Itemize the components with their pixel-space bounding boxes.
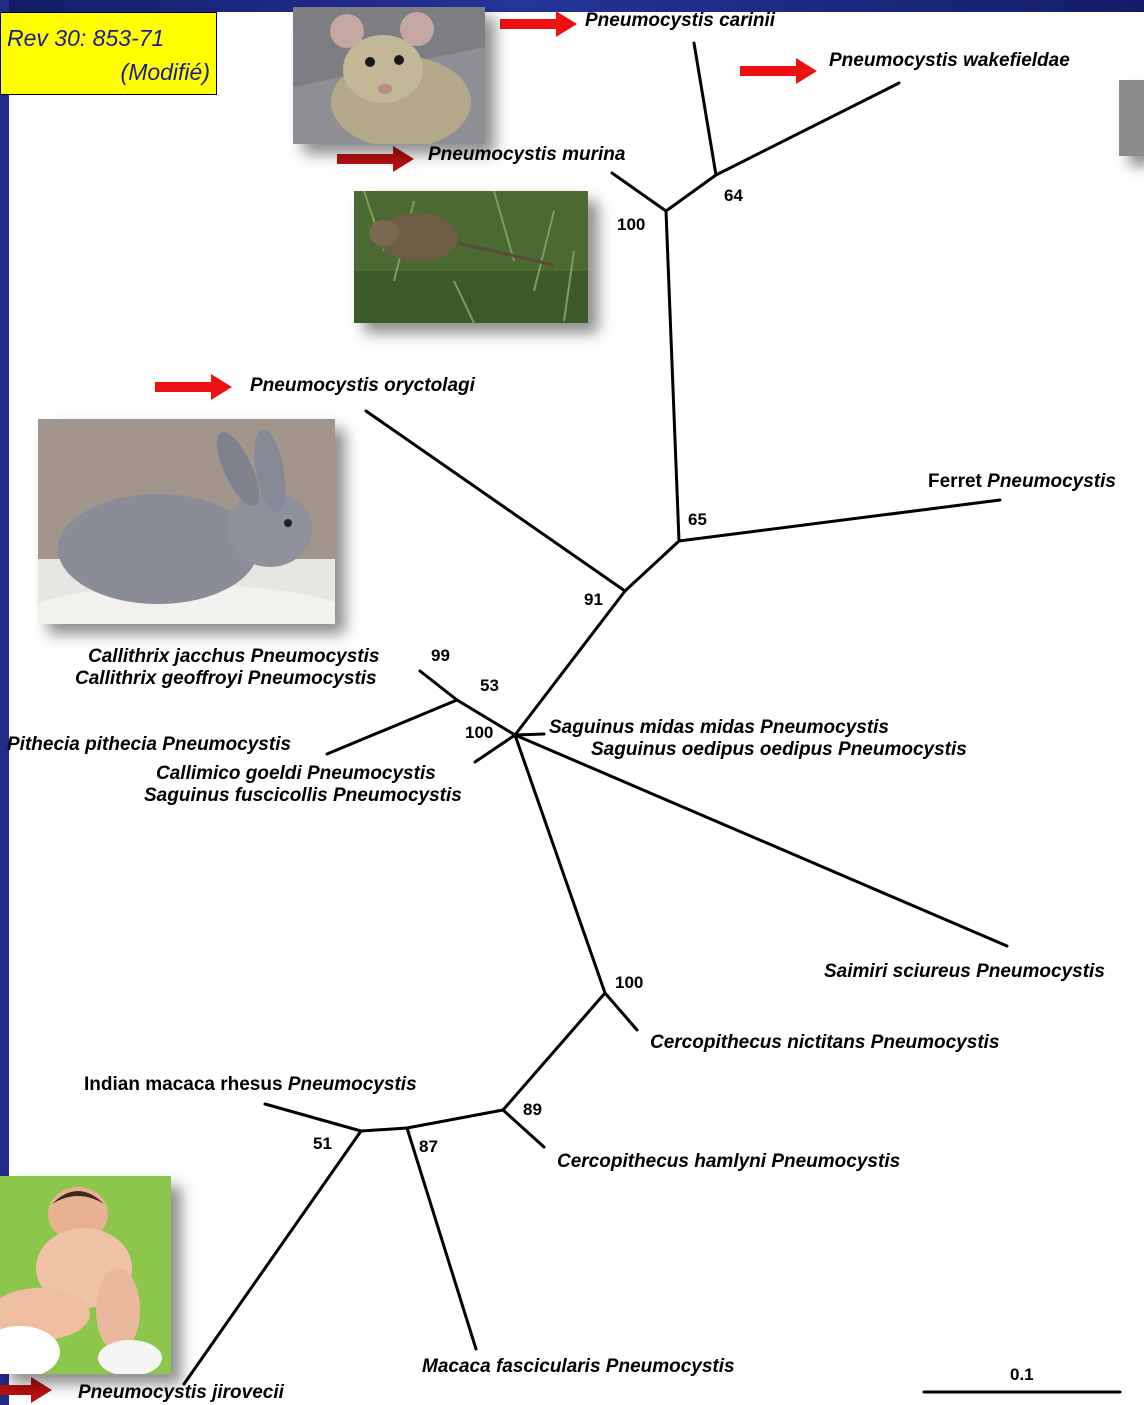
taxon-jirovecii: Pneumocystis jirovecii <box>78 1382 284 1404</box>
bootstrap-macaca-fascicularis-clade: 87 <box>419 1137 438 1157</box>
taxon-macaca-fascicularis: Macaca fascicularis Pneumocystis <box>422 1356 735 1378</box>
branch-rhesus <box>265 1104 361 1131</box>
branch-carinii <box>694 43 716 175</box>
branch-murina <box>612 173 666 211</box>
arrow-jirovecii-icon <box>0 1377 52 1403</box>
branch-cerco-macaca <box>503 993 605 1110</box>
taxon-saguinus-midas: Saguinus midas midas Pneumocystis <box>549 717 889 739</box>
reference-box: Rev 30: 853-71 (Modifié) <box>0 12 217 95</box>
branch-ferret <box>679 500 1000 541</box>
bootstrap-callithrix-split: 99 <box>431 646 450 666</box>
branch-ferret-clade <box>625 541 679 591</box>
rabbit-photo <box>38 419 335 624</box>
taxon-ferret: Ferret Pneumocystis <box>928 471 1116 493</box>
branch-oryctolagi <box>366 411 625 591</box>
bootstrap-rat-clade: 64 <box>724 186 743 206</box>
taxon-macaca-rhesus: Indian macaca rhesus Pneumocystis <box>84 1074 417 1096</box>
branch-saimiri <box>515 735 1007 946</box>
rat-photo <box>293 7 485 144</box>
reference-line2: (Modifié) <box>121 57 210 87</box>
branch-rodent-clade <box>666 211 679 541</box>
taxon-wakefieldae: Pneumocystis wakefieldae <box>829 50 1070 72</box>
taxon-ferret-prefix: Ferret <box>928 471 982 492</box>
arrow-murina-icon <box>337 146 414 172</box>
branch-macaca-inner <box>407 1110 503 1128</box>
arrow-wakefieldae-icon <box>740 58 817 84</box>
bootstrap-rabbit-clade: 91 <box>584 590 603 610</box>
branch-callithrix-tips <box>420 671 457 700</box>
taxon-callithrix-geoffroyi: Callithrix geoffroyi Pneumocystis <box>75 668 377 690</box>
bootstrap-ferret-clade: 65 <box>688 510 707 530</box>
branch-rabbit-clade <box>515 591 625 735</box>
baby-photo <box>0 1176 171 1374</box>
bootstrap-rodent-clade: 100 <box>617 215 645 235</box>
bootstrap-tamarin-clade: 100 <box>465 723 493 743</box>
bootstrap-callithrix-clade: 53 <box>480 676 499 696</box>
bootstrap-human-macaca: 51 <box>313 1134 332 1154</box>
branch-jirovecii <box>184 1131 361 1384</box>
branch-nictitans <box>605 993 637 1030</box>
branch-cercopithecus-clade <box>515 735 605 993</box>
taxon-saimiri: Saimiri sciureus Pneumocystis <box>824 961 1105 983</box>
scale-bar-label: 0.1 <box>1010 1365 1034 1385</box>
taxon-callimico: Callimico goeldi Pneumocystis <box>156 763 436 785</box>
taxon-murina: Pneumocystis murina <box>428 144 625 166</box>
branch-rat-clade <box>666 175 716 211</box>
branch-wakefieldae <box>716 83 899 175</box>
branch-macaca-root <box>361 1128 407 1131</box>
arrow-oryctolagi-icon <box>155 374 232 400</box>
branch-saguinus-midas <box>515 734 544 735</box>
taxon-saguinus-oedipus: Saguinus oedipus oedipus Pneumocystis <box>591 739 967 761</box>
branch-pithecia <box>327 700 457 754</box>
taxon-macaca-rhesus-prefix: Indian macaca rhesus <box>84 1074 283 1095</box>
arrow-carinii-icon <box>500 11 577 37</box>
bootstrap-macaca-cerco: 89 <box>523 1100 542 1120</box>
taxon-ferret-genus: Pneumocystis <box>987 471 1116 492</box>
bootstrap-cercopithecus-clade: 100 <box>615 973 643 993</box>
mouse-photo <box>354 191 588 323</box>
taxon-pithecia: Pithecia pithecia Pneumocystis <box>7 734 291 756</box>
taxon-cercopithecus-nictitans: Cercopithecus nictitans Pneumocystis <box>650 1032 1000 1054</box>
taxon-saguinus-fuscicollis: Saguinus fuscicollis Pneumocystis <box>144 785 462 807</box>
taxon-macaca-rhesus-genus: Pneumocystis <box>288 1074 417 1095</box>
branch-fascicularis <box>407 1128 476 1349</box>
taxon-carinii: Pneumocystis carinii <box>585 10 775 32</box>
reference-line1: Rev 30: 853-71 <box>7 23 164 53</box>
taxon-callithrix-jacchus: Callithrix jacchus Pneumocystis <box>88 646 379 668</box>
taxon-cercopithecus-hamlyni: Cercopithecus hamlyni Pneumocystis <box>557 1151 900 1173</box>
taxon-oryctolagi: Pneumocystis oryctolagi <box>250 375 475 397</box>
partial-photo <box>1119 80 1144 156</box>
